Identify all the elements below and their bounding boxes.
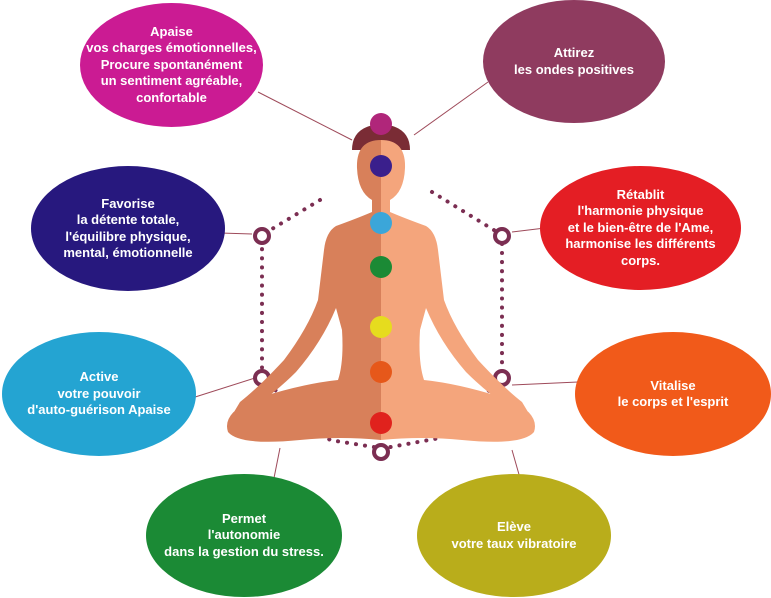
body-left-half [227,140,381,442]
meditating-figure [227,124,535,442]
bubble-apaise-line-2: vos charges émotionnelles, [86,40,257,56]
bubble-eleve: Elève votre taux vibratoire [417,474,611,597]
connector-vitalise [511,381,579,386]
body-right-half [381,140,535,442]
bubble-vitalise-line-2: le corps et l'esprit [617,394,729,409]
energy-rings [253,227,511,461]
bubble-favorise-line-3: l'équilibre physique, [65,228,191,244]
connector-eleve [511,449,521,479]
bubble-retablit-line-5: corps. [620,252,660,268]
bubble-favorise-line-2: la détente totale, [76,212,180,227]
bubble-retablit-line-2: l'harmonie physique [577,203,704,219]
bubble-retablit-line-1: Rétablit [616,186,665,202]
bubble-eleve-line-2: votre taux vibratoire [451,535,577,551]
bubble-retablit-line-4: harmonise les différents [565,236,716,252]
bubble-vitalise: Vitalise le corps et l'esprit [575,332,771,456]
connector-favorise [219,232,253,235]
chakra-third-eye-dot [370,155,392,177]
bubble-permet-line-2: l'autonomie [207,527,281,543]
bubble-apaise-line-5: confortable [136,89,207,105]
chakra-solar-plexus-dot [370,316,392,338]
bubble-apaise: Apaise vos charges émotionnelles, Procur… [80,3,263,127]
bubble-apaise-line-4: un sentiment agréable, [100,73,243,89]
chakra-root-dot [370,412,392,434]
bubble-attirez-line-1: Attirez [553,45,595,60]
bubble-active-line-3: d'auto-guérison Apaise [27,402,171,418]
bubble-retablit-line-3: et le bien-être de l'Ame, [567,219,714,235]
chakra-points [370,113,392,434]
bubble-favorise: Favorise la détente totale, l'équilibre … [31,166,225,291]
bubble-vitalise-line-1: Vitalise [650,377,696,393]
ring-right-upper [493,227,511,245]
bubble-retablit: Rétablit l'harmonie physique et le bien-… [540,166,741,290]
chakra-crown-dot [370,113,392,135]
connector-active [191,377,256,399]
connector-retablit [511,227,546,233]
chakra-sacral-dot [370,361,392,383]
bubble-active-line-1: Active [79,369,119,385]
bubble-favorise-line-1: Favorise [101,195,155,211]
bubble-permet-line-3: dans la gestion du stress. [164,543,324,559]
bubble-apaise-line-1: Apaise [150,23,193,39]
connector-attirez [413,81,489,136]
ring-bottom [372,443,390,461]
bubble-active: Active votre pouvoir d'auto-guérison Apa… [2,332,196,456]
ring-left-upper [253,227,271,245]
bubble-permet-line-1: Permet [221,510,267,526]
bubble-favorise-line-4: mental, émotionnelle [63,245,193,260]
hair [352,124,410,150]
chakra-heart-dot [370,256,392,278]
bubble-eleve-line-1: Elève [497,519,531,534]
bubble-active-line-2: votre pouvoir [57,385,141,401]
bubble-attirez: Attirez les ondes positives [483,0,665,123]
bubble-attirez-line-2: les ondes positives [514,61,634,77]
bubble-apaise-line-3: Procure spontanément [100,56,243,72]
connector-apaise [257,91,353,141]
bubble-permet: Permet l'autonomie dans la gestion du st… [146,474,342,597]
chakra-throat-dot [370,212,392,234]
connector-lines [191,81,579,489]
